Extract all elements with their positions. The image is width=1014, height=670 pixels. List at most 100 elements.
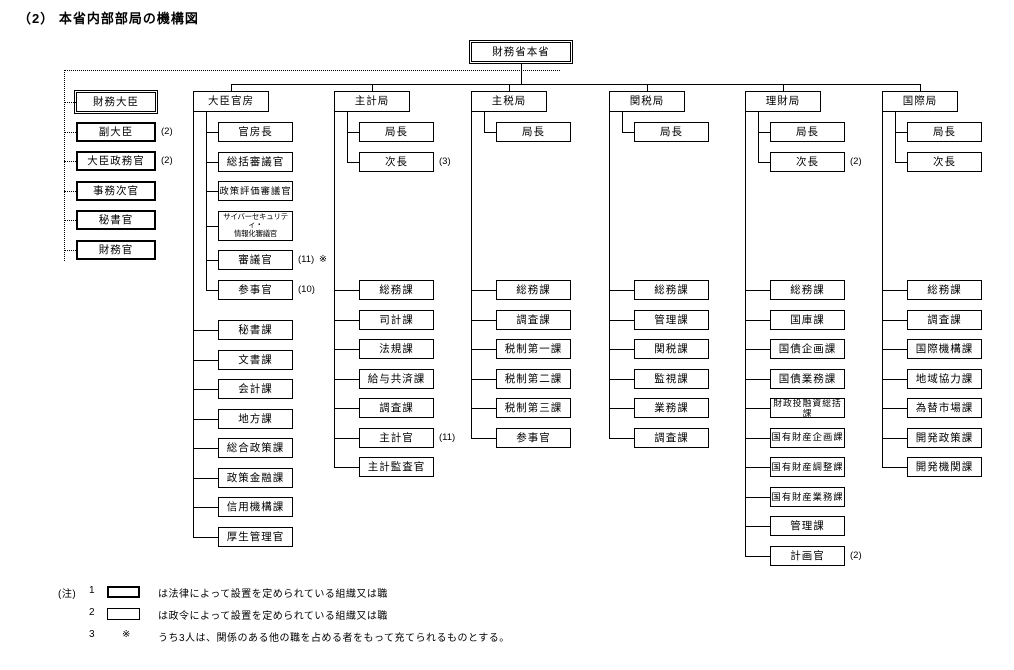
official-box: 秘書官 [76,210,156,231]
division-stub [334,467,360,469]
officer-rail-line [895,112,896,162]
division-stub [334,437,360,439]
division-box: 国債業務課 [770,368,845,389]
dotted-stub [64,220,76,222]
officer-box: 局長 [907,122,982,142]
division-box: 総合政策課 [218,438,293,459]
headcount-label: (2) [161,125,173,137]
officer-stub [206,191,219,193]
division-stub [745,526,771,528]
bureau-drop-line [372,84,373,91]
legend-item-number: 3 [89,629,95,640]
division-stub [193,477,219,479]
division-box: 信用機構課 [218,497,293,518]
division-box: 調査課 [359,398,434,419]
officer-box: 局長 [496,122,571,142]
division-stub [609,290,635,291]
division-box: 財政投融資総括課 [770,398,845,419]
officer-stub [622,132,635,133]
division-stub [471,378,497,380]
division-stub [882,408,908,410]
division-stub [882,319,908,321]
division-stub [882,290,908,291]
division-rail-line [471,112,472,438]
division-box: 開発機関課 [907,457,982,478]
officer-stub [895,132,908,133]
dotted-left-line [64,70,65,261]
official-box: 財務大臣 [74,90,158,114]
division-box: 総務課 [359,280,434,300]
officer-box: 官房長 [218,122,293,142]
division-stub [882,467,908,469]
division-box: 国債企画課 [770,339,845,360]
official-box: 財務官 [76,240,156,260]
division-rail-line [609,112,610,438]
officer-rail-line [484,112,485,132]
division-box: 総務課 [770,280,845,300]
division-stub [193,536,219,538]
dotted-top-line [64,70,560,71]
division-box: 地方課 [218,408,293,429]
officer-stub [206,225,219,227]
division-rail-line [334,112,335,468]
division-box: 計画官 [770,545,845,566]
division-box: 業務課 [634,398,709,419]
division-box: 税制第三課 [496,398,571,419]
division-stub [193,507,219,509]
division-box: 開発政策課 [907,427,982,448]
bureau-drop-line [647,84,648,91]
division-box: 国有財産業務課 [770,486,845,507]
division-stub [745,555,771,557]
division-box: 為替市場課 [907,398,982,419]
division-stub [882,349,908,351]
division-box: 管理課 [770,516,845,537]
officer-stub [206,161,219,163]
bureau-drop-line [509,84,510,91]
headcount-label: (2) [161,155,173,167]
bureau-box: 国際局 [882,91,958,112]
officer-rail-line [758,112,759,162]
dotted-stub [64,190,76,192]
bureau-box: 理財局 [745,91,821,112]
legend-item-number: 2 [89,607,95,618]
division-stub [609,437,635,439]
officer-box: 局長 [634,122,709,142]
root-drop-line [521,63,522,85]
dotted-stub [64,102,76,103]
legend-asterisk-mark: ※ [122,629,131,640]
bureau-box: 関税局 [609,91,685,112]
headcount-label: (2) [850,549,862,561]
division-stub [471,349,497,351]
page-title: （2） 本省内部部局の機構図 [18,11,199,26]
root-box: 財務省本省 [469,40,573,64]
division-stub [471,319,497,321]
division-box: 法規課 [359,339,434,360]
officer-stub [347,161,360,163]
officer-box: 次長 [907,151,982,172]
division-box: 調査課 [496,309,571,330]
officer-box: サイバーセキュリティ・ 情報化審議官 [218,210,293,241]
officer-stub [347,132,360,133]
division-stub [193,448,219,450]
division-box: 司計課 [359,309,434,330]
division-stub [745,378,771,380]
officer-box: 次長 [770,151,845,172]
division-stub [334,349,360,351]
division-stub [882,378,908,380]
legend-note-label: (注) [58,589,77,600]
division-box: 関税課 [634,339,709,360]
legend-item-number: 1 [89,585,95,596]
division-stub [471,290,497,291]
division-stub [334,378,360,380]
official-box: 副大臣 [76,121,156,142]
officer-stub [758,132,771,133]
division-stub [609,378,635,380]
officer-stub [758,161,771,163]
division-box: 国有財産企画課 [770,427,845,448]
division-box: 調査課 [907,309,982,330]
division-stub [745,437,771,439]
division-stub [334,290,360,291]
division-stub [193,359,219,361]
headcount-label: (11) [439,431,456,443]
